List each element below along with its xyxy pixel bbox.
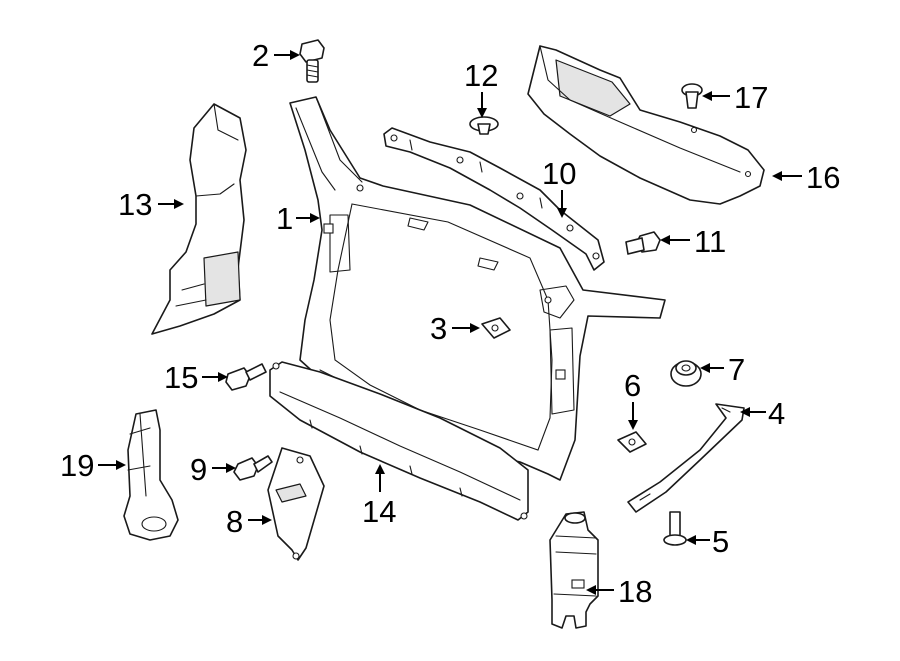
callout-16: 16 (806, 160, 840, 195)
callout-12: 12 (464, 58, 498, 93)
callout-13: 13 (118, 187, 152, 222)
callout-8: 8 (226, 504, 243, 539)
callout-11: 11 (694, 224, 726, 259)
callout-17: 17 (734, 80, 768, 115)
tie-bar-part-4 (627, 403, 745, 513)
clip-nut-part-3 (481, 317, 511, 339)
callout-10: 10 (542, 156, 576, 191)
callout-18: 18 (618, 574, 652, 609)
callout-7: 7 (728, 352, 745, 387)
lower-deflector-part-14 (269, 361, 529, 521)
cover-shield-part-16 (527, 45, 765, 205)
callout-4: 4 (768, 396, 785, 431)
push-clip-part-12 (469, 116, 499, 135)
callout-2: 2 (252, 38, 269, 73)
side-bracket-part-19 (123, 409, 179, 541)
bracket-part-8 (267, 447, 325, 561)
clip-nut-part-6 (617, 431, 647, 453)
support-bracket-part-10 (383, 127, 605, 271)
callout-3: 3 (430, 311, 447, 346)
callout-1: 1 (276, 201, 293, 236)
pin-bolt-part-5 (663, 511, 687, 546)
callout-5: 5 (712, 524, 729, 559)
radiator-support-part (289, 96, 666, 481)
bolt-part-9 (233, 455, 273, 481)
push-clip-part-17 (681, 83, 703, 109)
callout-15: 15 (164, 360, 198, 395)
bolt-part-11 (625, 231, 661, 255)
flange-nut-part-7 (670, 360, 702, 387)
bolt-part-15 (225, 363, 267, 391)
latch-part-18 (549, 511, 599, 629)
callout-14: 14 (362, 494, 396, 529)
callout-6: 6 (624, 368, 641, 403)
air-deflector-part-13 (151, 103, 247, 335)
bolt-part-2 (299, 39, 325, 83)
callout-19: 19 (60, 448, 94, 483)
callout-9: 9 (190, 452, 207, 487)
